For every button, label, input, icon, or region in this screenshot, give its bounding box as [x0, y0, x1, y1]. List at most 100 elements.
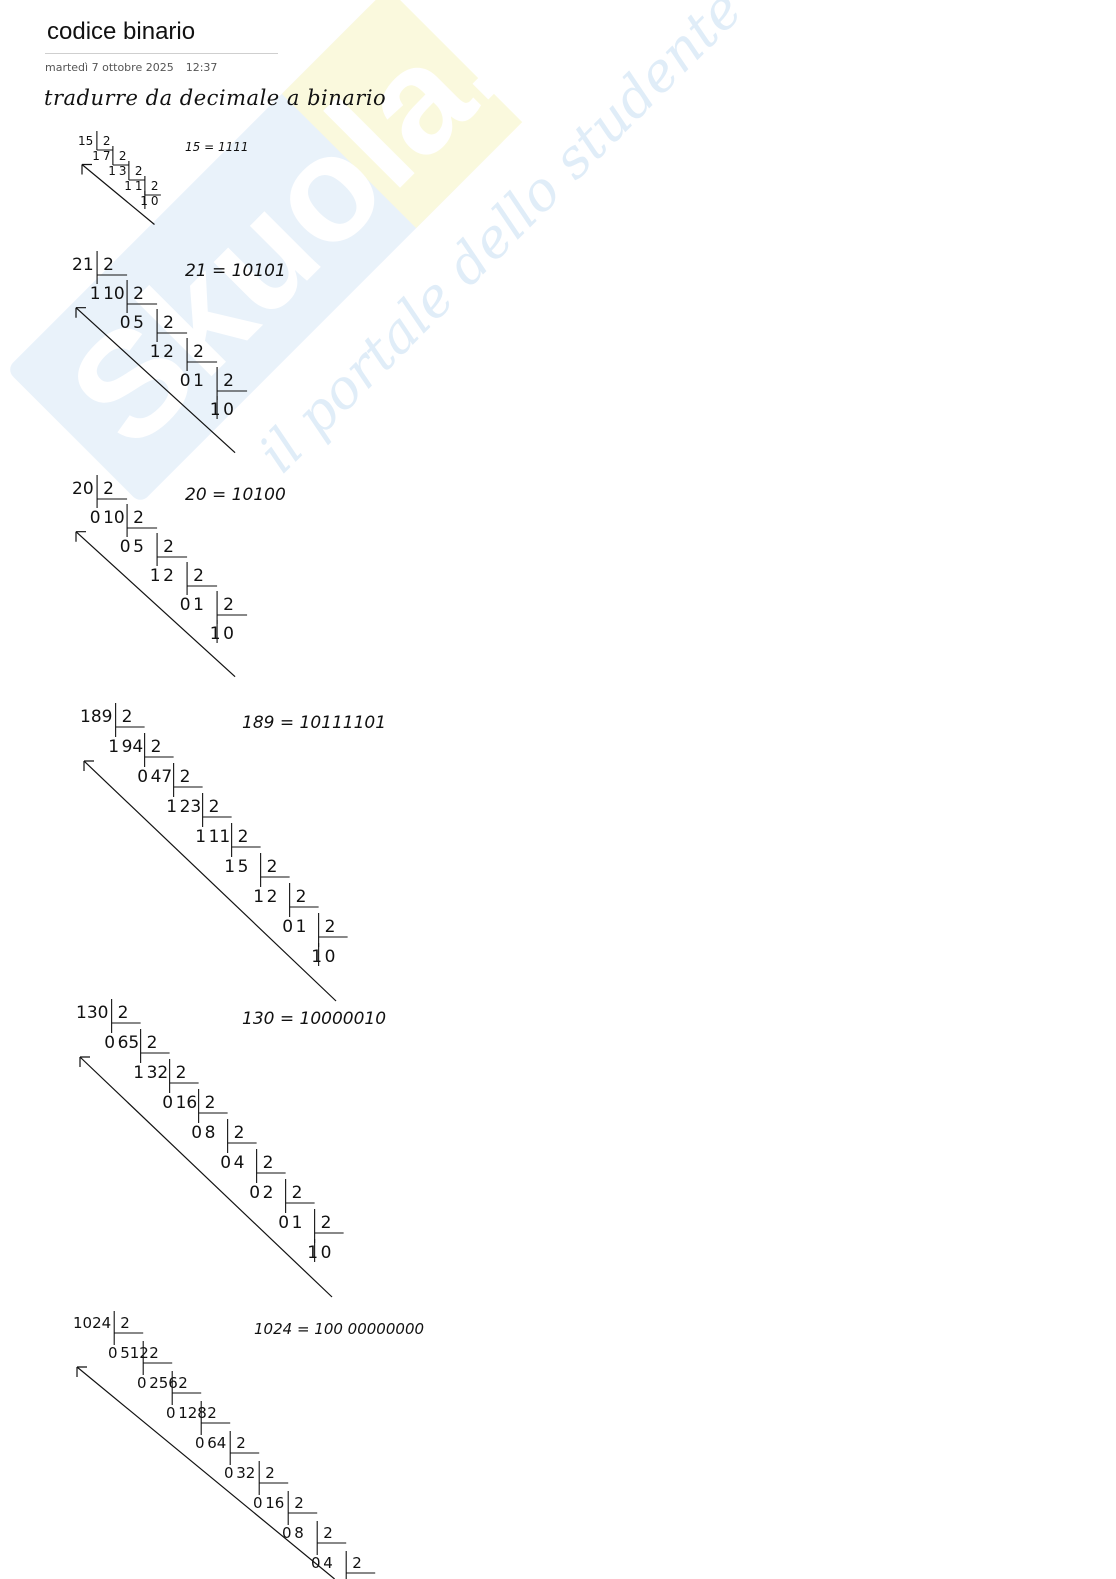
division-number: 0: [191, 1123, 202, 1143]
division-number: 2: [238, 827, 249, 847]
division-number: 32: [236, 1464, 255, 1482]
division-number: 1: [92, 149, 100, 163]
division-number: 0: [137, 1374, 147, 1392]
division-number: 5: [133, 537, 144, 557]
division-number: 2: [103, 134, 111, 148]
division-number: 130: [76, 1003, 108, 1023]
conversion-result: 15 = 1111: [185, 140, 249, 154]
reading-arrow: [83, 760, 337, 1002]
division-number: 1: [210, 400, 221, 420]
division-number: 16: [176, 1093, 198, 1113]
division-number: 47: [151, 767, 173, 787]
division-number: 2: [193, 342, 204, 362]
division-number: 0: [282, 917, 293, 937]
division-number: 15: [78, 134, 93, 148]
division-number: 2: [207, 1404, 217, 1422]
division-number: 1: [124, 179, 132, 193]
division-number: 0: [223, 624, 234, 644]
division-number: 0: [151, 194, 159, 208]
division-number: 94: [122, 737, 144, 757]
arrow-head-icon: [76, 1366, 87, 1377]
division-number: 1024: [73, 1314, 111, 1332]
division-number: 1: [150, 566, 161, 586]
division-number: 1: [150, 342, 161, 362]
division-number: 1: [108, 164, 116, 178]
division-number: 2: [151, 737, 162, 757]
division-number: 2: [149, 1344, 159, 1362]
division-number: 7: [103, 149, 111, 163]
division-number: 1: [292, 1213, 303, 1233]
division-number: 2: [267, 887, 278, 907]
division-number: 3: [119, 164, 127, 178]
division-number: 32: [147, 1063, 169, 1083]
division-number: 2: [223, 371, 234, 391]
division-number: 2: [323, 1524, 333, 1542]
division-number: 10: [103, 284, 125, 304]
division-number: 2: [120, 1314, 130, 1332]
division-number: 2: [193, 566, 204, 586]
division-number: 20: [72, 479, 94, 499]
division-number: 2: [236, 1434, 246, 1452]
division-number: 2: [265, 1464, 275, 1482]
arrow-head-icon: [75, 531, 86, 542]
division-number: 2: [296, 887, 307, 907]
division-number: 0: [104, 1033, 115, 1053]
division-number: 1: [166, 797, 177, 817]
division-number: 0: [166, 1404, 176, 1422]
division-number: 2: [163, 342, 174, 362]
division-number: 2: [103, 255, 114, 275]
division-number: 1: [224, 857, 235, 877]
division-number: 0: [278, 1213, 289, 1233]
division-number: 1: [253, 887, 264, 907]
conversion-result: 21 = 10101: [185, 261, 286, 281]
division-number: 0: [90, 508, 101, 528]
division-number: 2: [147, 1033, 158, 1053]
division-number: 5: [238, 857, 249, 877]
division-number: 8: [294, 1524, 304, 1542]
division-number: 2: [176, 1063, 187, 1083]
division-number: 10: [103, 508, 125, 528]
division-number: 2: [103, 479, 114, 499]
division-number: 2: [263, 1153, 274, 1173]
arrow-head-icon: [83, 760, 94, 771]
division-number: 1: [108, 737, 119, 757]
reading-arrow: [81, 164, 155, 225]
conversion-result: 130 = 10000010: [242, 1009, 386, 1029]
division-number: 2: [263, 1183, 274, 1203]
division-number: 2: [163, 566, 174, 586]
conversion-result: 20 = 10100: [185, 485, 286, 505]
division-number: 1: [296, 917, 307, 937]
division-number: 1: [195, 827, 206, 847]
division-number: 189: [80, 707, 112, 727]
conversion-result: 189 = 10111101: [242, 713, 386, 733]
division-number: 0: [224, 1464, 234, 1482]
division-number: 2: [294, 1494, 304, 1512]
division-number: 2: [135, 164, 143, 178]
division-number: 512: [120, 1344, 149, 1362]
division-number: 0: [137, 767, 148, 787]
division-number: 0: [108, 1344, 118, 1362]
division-number: 5: [133, 313, 144, 333]
division-number: 2: [267, 857, 278, 877]
division-number: 256: [149, 1374, 178, 1392]
division-number: 0: [162, 1093, 173, 1113]
division-number: 2: [122, 707, 133, 727]
arrow-head-icon: [79, 1056, 90, 1067]
division-number: 2: [133, 508, 144, 528]
page-title: codice binario: [47, 18, 196, 45]
division-number: 2: [178, 1374, 188, 1392]
division-number: 4: [234, 1153, 245, 1173]
division-number: 2: [234, 1123, 245, 1143]
division-number: 4: [323, 1554, 333, 1572]
page-date: martedì 7 ottobre 2025: [45, 61, 174, 74]
division-number: 23: [180, 797, 202, 817]
division-number: 2: [151, 179, 159, 193]
division-number: 0: [253, 1494, 263, 1512]
division-number: 1: [193, 595, 204, 615]
division-number: 2: [292, 1183, 303, 1203]
